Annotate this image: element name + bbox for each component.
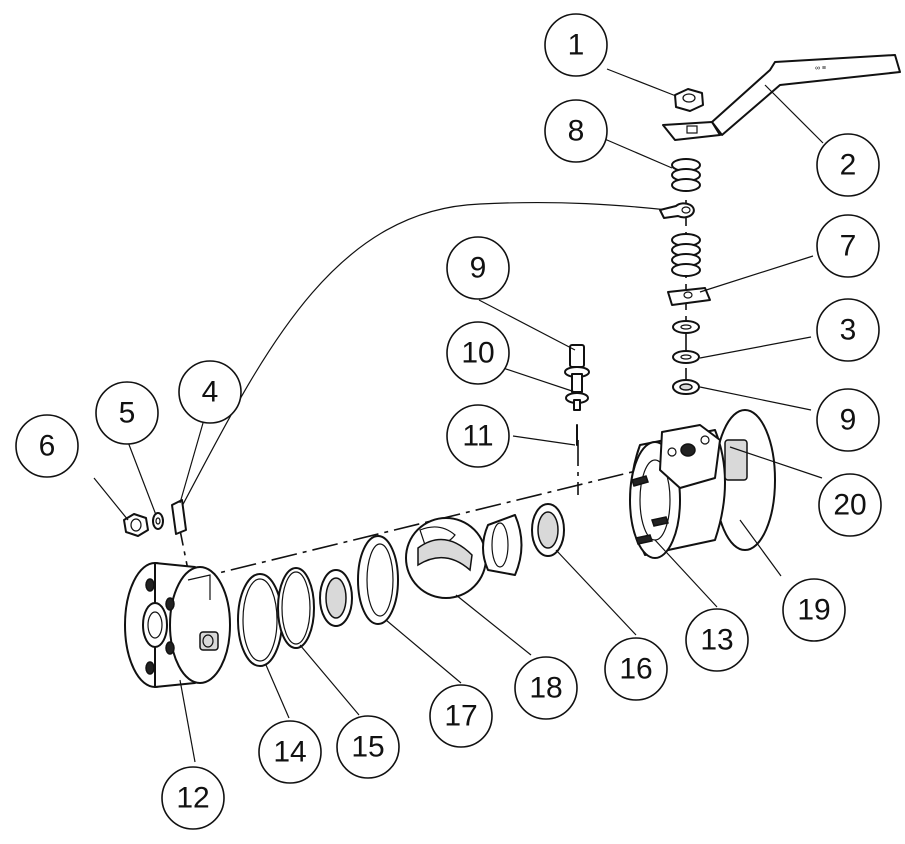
part-5-washer: [152, 512, 164, 530]
part-8-disc-springs: [671, 158, 701, 192]
callout-19-label: 19: [797, 594, 830, 627]
callout-12: 12: [161, 766, 225, 830]
callout-17: 17: [429, 684, 493, 748]
callout-9-stem-label: 9: [470, 252, 487, 285]
svg-text:∞ ≡: ∞ ≡: [815, 65, 826, 72]
callout-13: 13: [685, 608, 749, 672]
part-9-thrust-washer: [672, 379, 700, 395]
callout-15: 15: [336, 715, 400, 779]
callout-7-label: 7: [840, 230, 857, 263]
callout-6: 6: [15, 414, 79, 478]
callout-5: 5: [95, 381, 159, 445]
part-19-body: [629, 409, 776, 559]
callout-11: 11: [446, 404, 510, 468]
part-17-seat: [319, 535, 399, 627]
part-15-o-ring: [277, 567, 315, 649]
callout-20: 20: [818, 473, 882, 537]
part-18-ball: [405, 517, 487, 599]
part-3-gland: [672, 320, 700, 364]
callout-14-label: 14: [273, 736, 306, 769]
callout-1-label: 1: [568, 29, 585, 62]
part-6-nut: [123, 513, 149, 537]
callout-20-label: 20: [833, 489, 866, 522]
part-2-handle: ∞ ≡: [662, 54, 901, 141]
part-14-gasket: [237, 573, 283, 667]
callout-10: 10: [446, 321, 510, 385]
callout-7: 7: [816, 214, 880, 278]
callout-5-label: 5: [119, 397, 136, 430]
callout-4: 4: [178, 360, 242, 424]
leader-lines: [93, 68, 824, 763]
part-4-stop-plate: [171, 499, 187, 535]
callout-15-label: 15: [351, 731, 384, 764]
callout-8-label: 8: [568, 115, 585, 148]
callout-11-label: 11: [462, 420, 493, 453]
callout-9-right: 9: [816, 388, 880, 452]
callout-13-label: 13: [700, 624, 733, 657]
callout-18: 18: [514, 656, 578, 720]
callout-2-label: 2: [840, 149, 857, 182]
callout-16: 16: [604, 637, 668, 701]
part-7-stop-plate: [667, 287, 711, 306]
callout-2: 2: [816, 133, 880, 197]
part-12-end-cap-flange: [124, 562, 231, 688]
callout-3: 3: [816, 298, 880, 362]
part-spring-stack: [671, 233, 701, 277]
callout-4-label: 4: [202, 376, 219, 409]
part-1-handle-nut: [674, 88, 704, 112]
part-16-seat: [482, 503, 565, 576]
callout-3-label: 3: [840, 314, 857, 347]
callout-9-stem: 9: [446, 236, 510, 300]
callout-9-right-label: 9: [840, 404, 857, 437]
part-10-stem: [564, 344, 590, 446]
callout-12-label: 12: [176, 782, 209, 815]
callout-16-label: 16: [619, 653, 652, 686]
part-lock-washer: [659, 202, 695, 219]
callout-8: 8: [544, 99, 608, 163]
callout-10-label: 10: [461, 337, 494, 370]
callout-6-label: 6: [39, 430, 56, 463]
callout-1: 1: [544, 13, 608, 77]
callout-17-label: 17: [444, 700, 477, 733]
callout-14: 14: [258, 720, 322, 784]
callout-18-label: 18: [529, 672, 562, 705]
callout-19: 19: [782, 578, 846, 642]
